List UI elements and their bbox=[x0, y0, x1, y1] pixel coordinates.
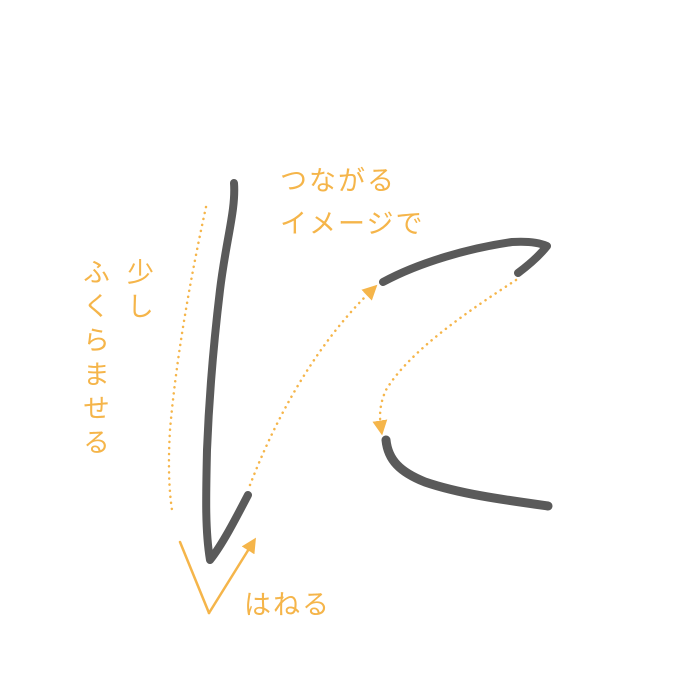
swell-guide-dotted-line bbox=[167, 205, 208, 512]
flick-arrow-right-line bbox=[207, 537, 256, 615]
connect-arrow-1 bbox=[248, 284, 378, 487]
connect-label-line1: つながる bbox=[280, 166, 396, 197]
connect-arrow-2 bbox=[372, 278, 518, 436]
connect-label-line2: イメージで bbox=[280, 209, 425, 240]
stroke-top-horizontal bbox=[379, 237, 551, 286]
flick-label: はねる bbox=[244, 590, 331, 621]
swell-label-col2: ふくらませる bbox=[78, 258, 109, 462]
swell-label-col1: 少し bbox=[122, 258, 153, 326]
flick-arrow-left-line bbox=[178, 540, 211, 615]
stroke-left-vertical bbox=[202, 179, 252, 564]
stroke-bottom-horizontal bbox=[381, 435, 553, 511]
